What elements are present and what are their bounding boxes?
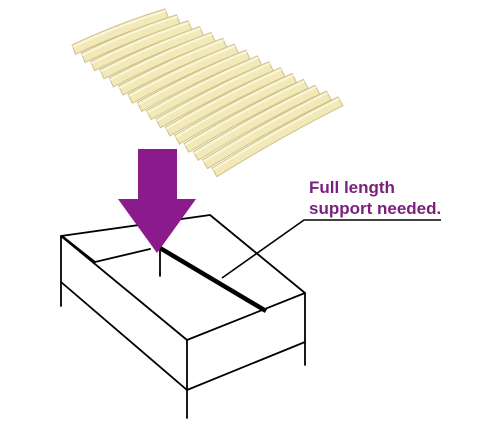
slat-highlight bbox=[109, 33, 213, 81]
slat-highlight bbox=[165, 68, 282, 130]
slat-highlight bbox=[156, 62, 271, 122]
bed-frame-inner-rail bbox=[61, 235, 96, 263]
slat-highlight bbox=[100, 27, 201, 73]
center-support-beam bbox=[158, 246, 268, 313]
slat-highlight bbox=[175, 74, 294, 138]
slat-highlight bbox=[184, 80, 305, 147]
callout-line-2: support needed. bbox=[309, 199, 441, 218]
bed-frame-top-outline bbox=[60, 214, 306, 341]
callout-line-1: Full length bbox=[309, 178, 395, 197]
slat-highlight bbox=[72, 9, 167, 48]
bed-frame-front-face bbox=[186, 292, 306, 391]
slat-highlight bbox=[203, 91, 328, 163]
down-arrow-icon bbox=[118, 149, 196, 253]
bed-frame-inner-edge bbox=[94, 248, 151, 263]
bed-frame-side-face bbox=[60, 235, 188, 391]
slat-highlight bbox=[119, 39, 224, 89]
callout-leader-line bbox=[221, 219, 441, 279]
slat-highlight bbox=[193, 86, 317, 155]
slatted-bed-base bbox=[71, 8, 344, 178]
slat-highlight bbox=[137, 50, 247, 106]
slat bbox=[211, 96, 344, 178]
slat-highlight bbox=[212, 97, 340, 171]
slat-highlight bbox=[90, 21, 190, 65]
slat-highlight bbox=[81, 15, 178, 56]
slat-highlight bbox=[128, 45, 236, 97]
slat-highlight bbox=[147, 56, 259, 114]
